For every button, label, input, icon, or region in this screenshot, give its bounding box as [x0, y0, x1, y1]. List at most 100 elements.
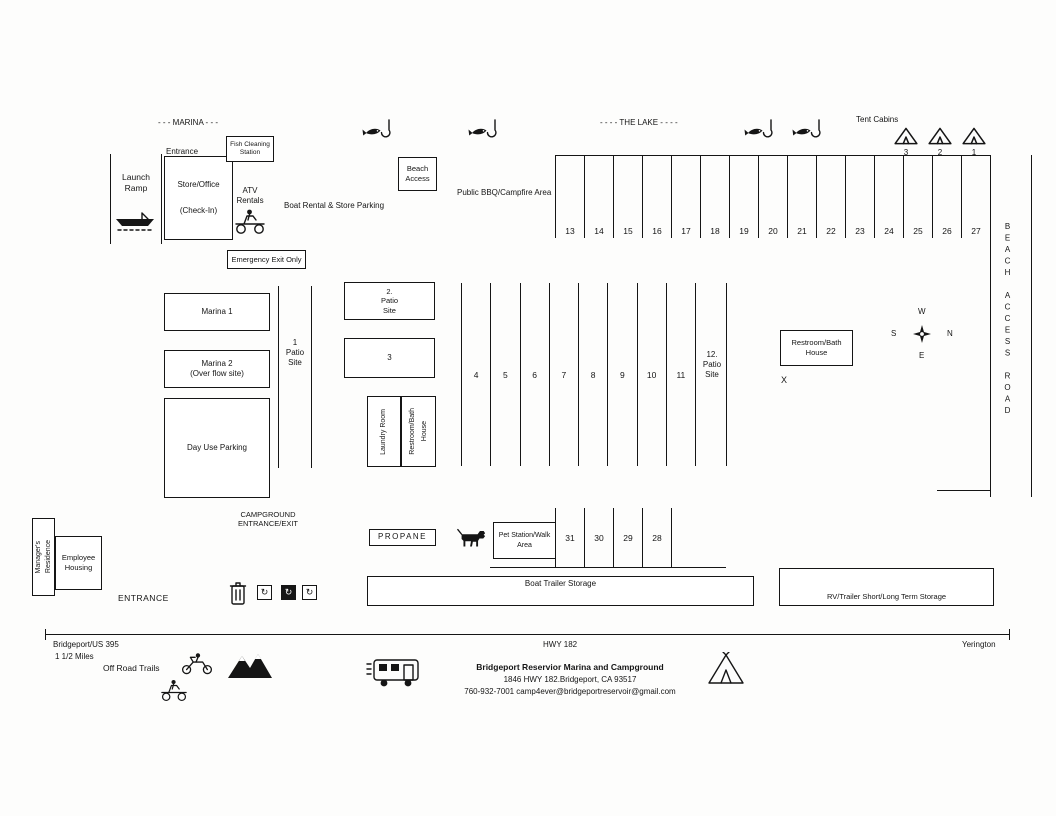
employee-housing-label: Employee Housing [61, 553, 96, 572]
pet-station-label: Pet Station/Walk Area [498, 532, 551, 549]
bottom-sites-baseline [490, 567, 726, 568]
tent-cabin-icon [893, 126, 919, 146]
patio-12-right-line [726, 283, 727, 466]
campsite: 20 [758, 156, 787, 238]
site-3-label: 3 [387, 352, 392, 362]
campsite: 13 [555, 156, 584, 238]
fish-cleaning-station-box: Fish Cleaning Station [226, 136, 274, 162]
house-label: House [420, 421, 428, 442]
tent-cabin-number: 3 [903, 148, 909, 157]
emergency-exit-label: Emergency Exit Only [231, 254, 302, 264]
atv-icon [232, 205, 268, 235]
tent-cabin-icon [961, 126, 987, 146]
beach-road-inner-line [990, 155, 991, 497]
propane-label: PROPANE [377, 532, 428, 542]
campsites-13-27: 13 14 15 16 17 18 19 20 21 22 23 24 25 2… [555, 155, 991, 238]
launch-ramp-label: Launch Ramp [122, 172, 150, 193]
campsite: 18 [700, 156, 729, 238]
dirt-bike-icon [180, 650, 214, 676]
campsite: 7 [548, 283, 578, 466]
compass-s-label: S [891, 329, 897, 338]
campsite: 29 [613, 508, 642, 567]
campsite: 21 [787, 156, 816, 238]
bridgeport-label: Bridgeport/US 395 [53, 640, 119, 649]
campsite: 19 [729, 156, 758, 238]
campsite: 25 [903, 156, 932, 238]
compass-n-label: N [947, 329, 953, 338]
beach-access-road-label: BEACH ACCESS ROAD [1003, 222, 1012, 418]
tent-icon [706, 652, 746, 686]
laundry-room-box: Laundry Room [367, 396, 401, 467]
campsite: 15 [613, 156, 642, 238]
recycle-bin-icon: ↻ [281, 585, 296, 600]
restroom-bath-label: Restroom/Bath [791, 338, 842, 348]
propane-box: PROPANE [369, 529, 436, 546]
campsite: 10 [636, 283, 666, 466]
campsite: 31 [555, 508, 584, 567]
campsite: 27 [961, 156, 991, 238]
campsite: 6 [519, 283, 549, 466]
employee-housing-box: Employee Housing [55, 536, 102, 590]
campsite: 5 [490, 283, 519, 466]
campsites-31-28: 31 30 29 28 [555, 508, 672, 567]
patio-site-2-box: 2. Patio Site [344, 282, 435, 320]
miles-label: 1 1/2 Miles [55, 652, 94, 661]
compass-w-label: W [918, 307, 926, 316]
marina-2-label: Marina 2 [201, 358, 233, 368]
boat-trailer-storage-box: Boat Trailer Storage [367, 576, 754, 606]
fishing-icon [362, 118, 396, 142]
fishing-icon [744, 118, 778, 142]
rv-icon [366, 656, 420, 688]
patio-1-left-line [278, 286, 279, 468]
patio-1-right-line [311, 286, 312, 468]
beach-road-outer-line [1031, 155, 1032, 497]
recycle-bin-icon: ↻ [257, 585, 272, 600]
campsites-4-11: 4 5 6 7 8 9 10 11 [461, 283, 696, 466]
campsite: 30 [584, 508, 613, 567]
entrance-top-label: Entrance [166, 147, 199, 156]
dog-icon [455, 527, 487, 549]
atv-icon [155, 676, 193, 702]
patio-site-12-label: 12. Patio Site [702, 350, 722, 379]
rv-storage-label: RV/Trailer Short/Long Term Storage [826, 592, 947, 602]
store-office-label: Store/Office [177, 179, 220, 189]
campsite: 8 [578, 283, 607, 466]
restroom-bath-label: Restroom/Bath [409, 408, 417, 455]
marina-2-box: Marina 2 (Over flow site) [164, 350, 270, 388]
restroom-bath-house-right-box: Restroom/Bath House [780, 330, 853, 366]
laundry-room-label: Laundry Room [380, 408, 388, 455]
day-use-parking-box: Day Use Parking [164, 398, 270, 498]
campsite: 14 [584, 156, 613, 238]
campsite: 28 [642, 508, 672, 567]
launch-ramp-left-line [110, 154, 111, 244]
address-line-3: 760-932-7001 camp4ever@bridgeportreservo… [464, 687, 676, 696]
mountains-icon [226, 650, 274, 680]
campsite: 17 [671, 156, 700, 238]
atv-rentals-label: ATV Rentals [236, 186, 264, 205]
store-office-box: Store/Office (Check-In) [164, 156, 233, 240]
beach-road-corner-line [937, 490, 990, 491]
launch-ramp-right-line [161, 154, 162, 244]
overflow-label: (Over flow site) [190, 369, 244, 378]
check-in-label: (Check-In) [179, 206, 218, 215]
day-use-parking-label: Day Use Parking [186, 442, 248, 452]
yerington-label: Yerington [962, 640, 996, 649]
address-line-1: Bridgeport Reservior Marina and Campgrou… [476, 662, 664, 672]
trash-can-icon [229, 580, 247, 606]
campsite: 9 [607, 283, 636, 466]
compass-e-label: E [919, 351, 925, 360]
campsite: 22 [816, 156, 845, 238]
marina-1-box: Marina 1 [164, 293, 270, 331]
highway-line [45, 634, 1010, 635]
beach-access-label: Beach Access [405, 164, 430, 183]
recycle-bin-icon: ↻ [302, 585, 317, 600]
hwy-182-label: HWY 182 [543, 640, 578, 649]
house-label: House [805, 348, 828, 357]
campsite: 4 [461, 283, 490, 466]
campground-entrance-label: CAMPGROUND ENTRANCE/EXIT [237, 510, 298, 529]
campsite: 23 [845, 156, 874, 238]
public-bbq-label: Public BBQ/Campfire Area [457, 188, 552, 197]
boat-trailer-storage-label: Boat Trailer Storage [524, 579, 597, 588]
restroom-bath-house-box: Restroom/Bath House [401, 396, 436, 467]
